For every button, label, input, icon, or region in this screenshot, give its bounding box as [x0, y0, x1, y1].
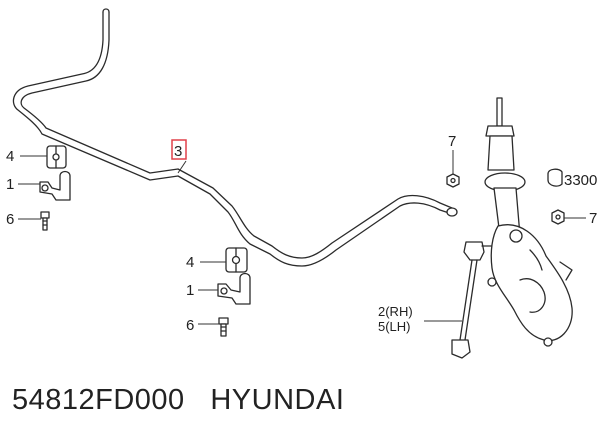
bracket-center [217, 272, 251, 305]
nut-top [446, 173, 460, 188]
part-number: 54812FD000 [12, 384, 185, 416]
leader-lines [18, 150, 586, 325]
callout-link-rh: 2(RH) [378, 304, 413, 319]
callout-strut-ref: 3300 [564, 172, 597, 189]
bushing-left [46, 145, 67, 169]
bushing-center [225, 247, 248, 273]
bolt-left [40, 211, 50, 231]
stabilizer-bar [12, 8, 458, 267]
callout-bracket-left: 1 [6, 176, 14, 193]
nut-right [551, 209, 565, 225]
stabilizer-link [451, 241, 495, 359]
callout-bolt-left: 6 [6, 211, 14, 228]
callout-bushing-left: 4 [6, 148, 14, 165]
callout-bushing-center: 4 [186, 254, 194, 271]
callout-nut-right: 7 [589, 210, 597, 227]
strut-assembly [484, 97, 573, 347]
callout-nut-top: 7 [448, 133, 456, 150]
callout-bar: 3 [174, 143, 182, 160]
highlight-box [171, 139, 187, 160]
bracket-left [39, 170, 71, 201]
strut-ref-part [547, 168, 563, 187]
bolt-center [218, 317, 229, 337]
brand-name: HYUNDAI [210, 384, 345, 416]
caption: 54812FD000 HYUNDAI [12, 384, 344, 417]
callout-bracket-center: 1 [186, 282, 194, 299]
callout-link-lh: 5(LH) [378, 319, 411, 334]
callout-bolt-center: 6 [186, 317, 194, 334]
